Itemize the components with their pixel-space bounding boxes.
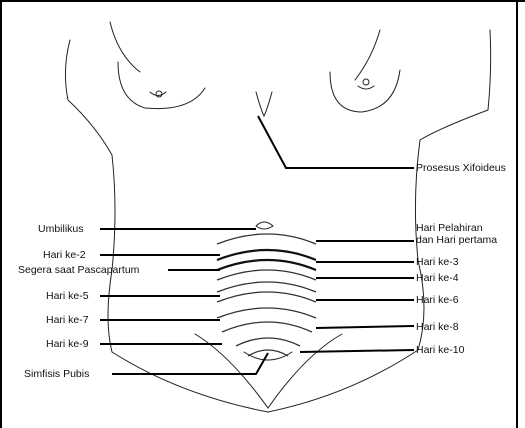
pubic-right <box>268 334 342 408</box>
label-hari-6: Hari ke-6 <box>416 294 459 306</box>
fundal-arc-8 <box>222 322 312 332</box>
fundal-arc-5 <box>217 282 316 292</box>
fundal-arc-4 <box>217 270 316 280</box>
right-breast <box>330 70 400 112</box>
label-simfisis: Simfisis Pubis <box>24 368 89 380</box>
left-breast <box>118 62 205 109</box>
leader-hari-10 <box>300 350 414 352</box>
fundal-arc-9 <box>236 338 300 346</box>
right-nipple <box>363 79 369 85</box>
xiphoid-mark <box>256 92 272 116</box>
label-umbilikus: Umbilikus <box>38 223 84 235</box>
fundal-arc-2 <box>217 250 316 260</box>
label-hari-2: Hari ke-2 <box>43 249 86 261</box>
fundal-arc-6 <box>217 292 316 302</box>
label-hari-3: Hari ke-3 <box>416 256 459 268</box>
right-areola <box>358 86 374 89</box>
label-hari-10: Hari ke-10 <box>416 344 464 356</box>
fundal-arc-3 <box>217 260 316 270</box>
shoulder-right <box>355 30 380 80</box>
left-nipple <box>156 91 162 97</box>
label-segera: Segera saat Pascapartum <box>18 264 139 276</box>
leader-hari-8 <box>316 326 414 328</box>
leader-prosesus <box>258 116 414 168</box>
label-hari-7: Hari ke-7 <box>46 314 89 326</box>
label-hari-pelahiran-1: Hari Pelahiran <box>416 222 483 234</box>
leader-simfisis <box>112 353 268 374</box>
label-hari-9: Hari ke-9 <box>46 338 89 350</box>
shoulder-left <box>110 22 140 72</box>
umbilicus <box>256 222 273 229</box>
label-hari-5: Hari ke-5 <box>46 290 89 302</box>
torso-left-outline <box>65 40 268 412</box>
fundal-arc-7 <box>217 308 316 318</box>
left-areola <box>150 92 166 96</box>
label-prosesus: Prosesus Xifoideus <box>416 162 506 174</box>
fundal-arc-1 <box>217 234 316 244</box>
label-hari-8: Hari ke-8 <box>416 321 459 333</box>
label-hari-pelahiran-2: dan Hari pertama <box>416 234 497 246</box>
label-hari-4: Hari ke-4 <box>416 272 459 284</box>
